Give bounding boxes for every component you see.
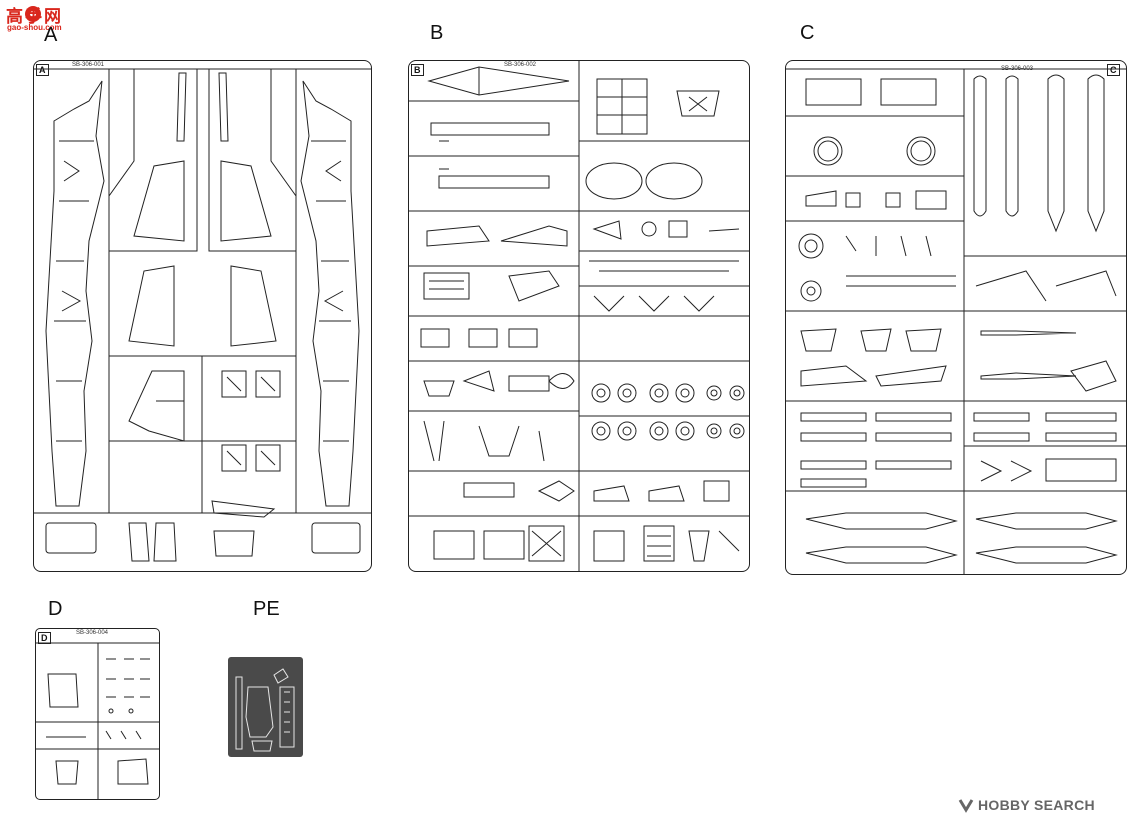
watermark-emblem-icon (25, 6, 41, 22)
sprue-code-b: SB-306-002 (504, 62, 537, 68)
sprue-d-drawing (36, 642, 159, 799)
sprue-label-d: D (48, 598, 63, 620)
sprue-frame-c: C SB-306-003 (785, 60, 1127, 575)
sprue-tag-b: B (411, 64, 424, 76)
watermark-cn-text: 高手网 (6, 7, 63, 26)
sprue-label-a: A (44, 24, 58, 46)
sprue-frame-d: D SB-306-004 (35, 628, 160, 800)
sprue-a-drawing (34, 68, 371, 562)
sprue-b-drawing (409, 61, 749, 571)
sprue-code-d: SB-306-004 (76, 630, 109, 636)
photo-etch-plate (228, 657, 303, 757)
sprue-label-c: C (800, 22, 815, 44)
sprue-tag-c: C (1107, 64, 1120, 76)
sprue-label-b: B (430, 22, 444, 44)
sprue-frame-b: B SB-306-002 (408, 60, 750, 572)
watermark-logo-bottom: HOBBY SEARCH (958, 794, 1095, 816)
hobby-search-logo-icon (958, 799, 974, 813)
watermark-url-text: gao-shou.com (7, 23, 62, 32)
sprue-c-drawing (786, 68, 1126, 574)
watermark-brand-text: HOBBY SEARCH (978, 797, 1095, 813)
sprue-frame-a: A SB-306-001 (33, 60, 372, 572)
photo-etch-drawing (235, 668, 295, 752)
sprue-tag-a: A (36, 64, 49, 76)
watermark-logo-top: 高手网 gao-shou.com (6, 2, 76, 34)
sprue-label-pe: PE (253, 598, 280, 620)
sprue-code-a: SB-306-001 (72, 62, 105, 68)
